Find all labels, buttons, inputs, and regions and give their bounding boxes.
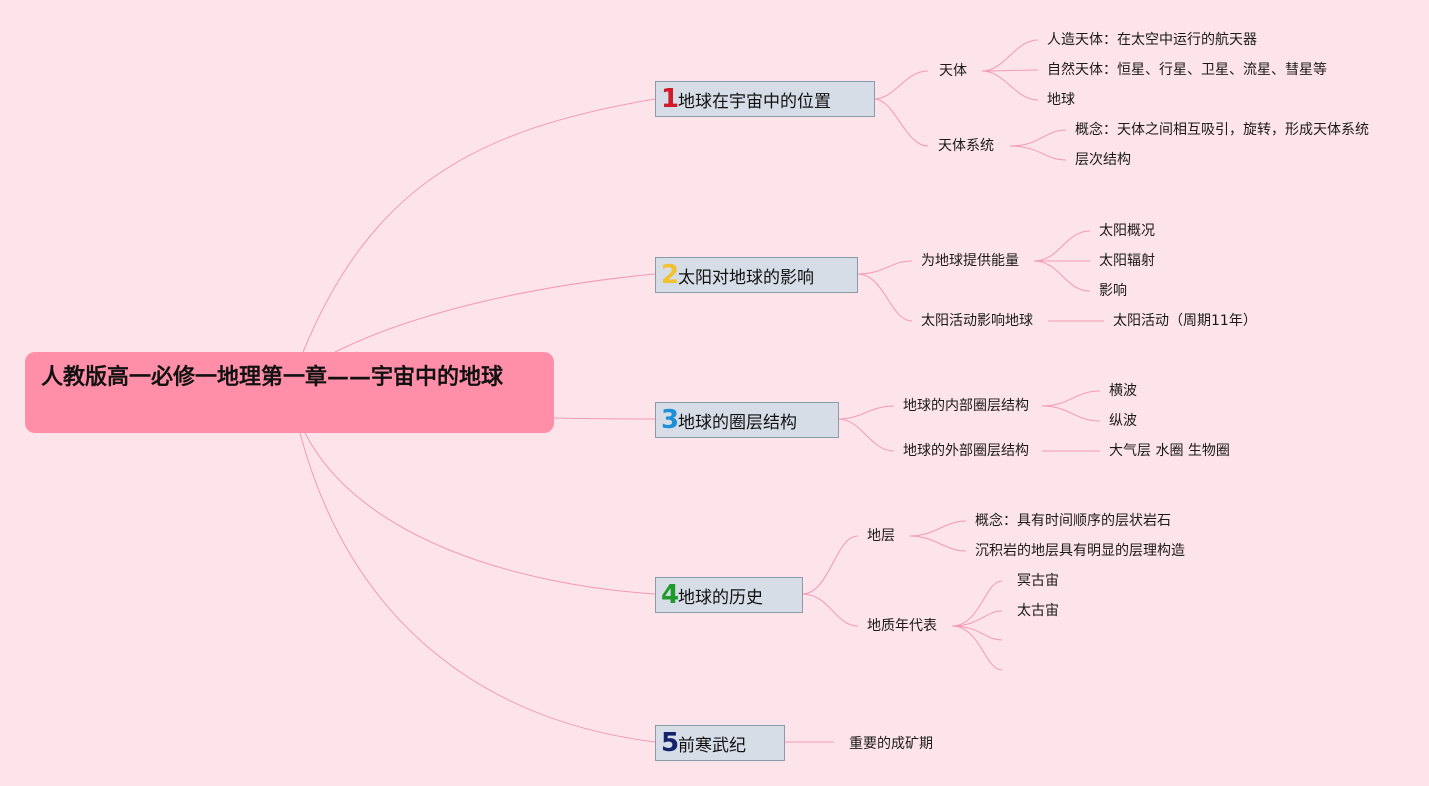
- link-t1-tianti: [873, 70, 929, 100]
- node-tianti-child-1[interactable]: 人造天体：在太空中运行的航天器: [1047, 32, 1257, 48]
- topic-3-node[interactable]: 3 地球的圈层结构: [655, 402, 839, 438]
- node-tianti-child-2[interactable]: 自然天体：恒星、行星、卫星、流星、彗星等: [1047, 62, 1327, 78]
- number-2-icon: 2: [660, 260, 680, 290]
- number-4-icon: 4: [660, 580, 680, 610]
- topic-5-node[interactable]: 5 前寒武纪: [655, 725, 785, 761]
- node-strata-child-2[interactable]: 沉积岩的地层具有明显的层理构造: [975, 543, 1185, 559]
- root-node[interactable]: 人教版高一必修一地理第一章——宇宙中的地球: [25, 352, 554, 433]
- link-root-topic4: [304, 432, 656, 595]
- topic-3-title: 地球的圈层结构: [678, 412, 797, 433]
- node-geologic-time[interactable]: 地质年代表: [867, 618, 937, 634]
- node-inner-structure[interactable]: 地球的内部圈层结构: [903, 398, 1029, 414]
- topic-4-node[interactable]: 4 地球的历史: [655, 577, 803, 613]
- link-root-topic2: [334, 273, 656, 353]
- node-geotime-child-1[interactable]: 冥古宙: [1017, 573, 1059, 589]
- node-system-child-2[interactable]: 层次结构: [1075, 152, 1131, 168]
- number-1-icon: 1: [660, 84, 680, 114]
- link-root-topic3: [553, 417, 656, 420]
- topic-2-title: 太阳对地球的影响: [678, 267, 814, 288]
- topic-2-node[interactable]: 2 太阳对地球的影响: [655, 257, 858, 293]
- root-title: 人教版高一必修一地理第一章——宇宙中的地球: [41, 365, 504, 390]
- link-root-topic1: [302, 98, 656, 353]
- node-strata-child-1[interactable]: 概念：具有时间顺序的层状岩石: [975, 513, 1171, 529]
- topic-4-title: 地球的历史: [678, 587, 763, 608]
- node-inner-child-1[interactable]: 横波: [1109, 383, 1137, 399]
- node-energy[interactable]: 为地球提供能量: [921, 253, 1019, 269]
- node-energy-child-3[interactable]: 影响: [1099, 283, 1127, 299]
- topic-1-node[interactable]: 1 地球在宇宙中的位置: [655, 81, 875, 117]
- topic-5-title: 前寒武纪: [678, 735, 746, 756]
- node-inner-child-2[interactable]: 纵波: [1109, 413, 1137, 429]
- node-outer-child-1[interactable]: 大气层 水圈 生物圈: [1109, 443, 1230, 459]
- node-tianti-system[interactable]: 天体系统: [938, 138, 994, 154]
- node-tianti[interactable]: 天体: [939, 63, 967, 79]
- node-activity-child-1[interactable]: 太阳活动（周期11年）: [1113, 313, 1257, 329]
- node-solar-activity[interactable]: 太阳活动影响地球: [921, 313, 1033, 329]
- node-tianti-child-3[interactable]: 地球: [1047, 92, 1075, 108]
- node-mineralization[interactable]: 重要的成矿期: [849, 736, 933, 752]
- node-energy-child-1[interactable]: 太阳概况: [1099, 223, 1155, 239]
- topic-1-title: 地球在宇宙中的位置: [678, 91, 831, 112]
- node-energy-child-2[interactable]: 太阳辐射: [1099, 253, 1155, 269]
- link-t1-system: [873, 98, 929, 147]
- node-system-child-1[interactable]: 概念：天体之间相互吸引，旋转，形成天体系统: [1075, 122, 1369, 138]
- node-outer-structure[interactable]: 地球的外部圈层结构: [903, 443, 1029, 459]
- number-5-icon: 5: [660, 728, 680, 758]
- number-3-icon: 3: [660, 405, 680, 435]
- node-strata[interactable]: 地层: [867, 528, 895, 544]
- node-geotime-child-2[interactable]: 太古宙: [1017, 603, 1059, 619]
- link-root-topic5: [299, 432, 656, 743]
